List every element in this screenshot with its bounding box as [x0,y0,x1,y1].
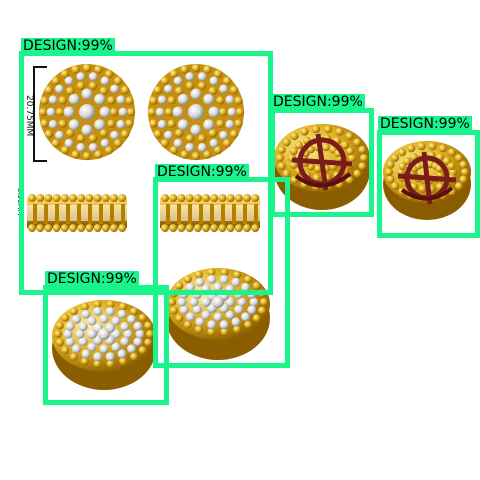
detection-box-3[interactable] [377,130,480,238]
back-view-render-2 [383,141,471,220]
detection-box-4[interactable] [153,177,290,368]
dimension-line-vertical [33,66,35,162]
detection-label-3: DESIGN:99% [378,116,472,132]
perspective-render-2 [166,268,270,360]
detection-label-1: DESIGN:99% [21,38,115,54]
detection-box-5[interactable] [43,285,169,405]
perspective-render-1 [52,300,156,390]
top-view-render-2 [147,63,245,161]
dimension-tick-top [33,66,47,68]
side-view-render-2 [160,194,260,232]
detection-label-2: DESIGN:99% [271,94,365,110]
detection-label-4: DESIGN:99% [155,164,249,180]
detection-label-5: DESIGN:99% [45,271,139,287]
top-view-render-1 [38,63,136,161]
side-view-render-1 [27,194,127,232]
detection-box-2[interactable] [270,108,374,217]
back-view-render-1 [274,124,370,210]
dimension-tick-bottom [33,160,47,162]
